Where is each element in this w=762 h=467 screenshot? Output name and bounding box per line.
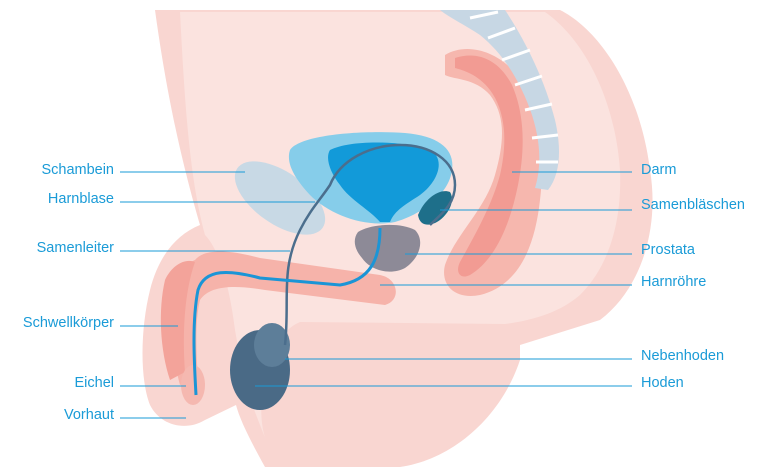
label-nebenhoden: Nebenhoden [641,347,724,365]
label-eichel: Eichel [22,374,114,392]
label-schambein: Schambein [22,161,114,179]
label-darm: Darm [641,161,676,179]
label-samenblaeschen: Samenbläschen [641,196,745,214]
label-hoden: Hoden [641,374,684,392]
label-schwellkoerper: Schwellkörper [2,314,114,332]
label-harnroehre: Harnröhre [641,273,706,291]
label-samenleiter: Samenleiter [12,239,114,257]
label-vorhaut: Vorhaut [22,406,114,424]
label-prostata: Prostata [641,241,695,259]
label-harnblase: Harnblase [22,190,114,208]
